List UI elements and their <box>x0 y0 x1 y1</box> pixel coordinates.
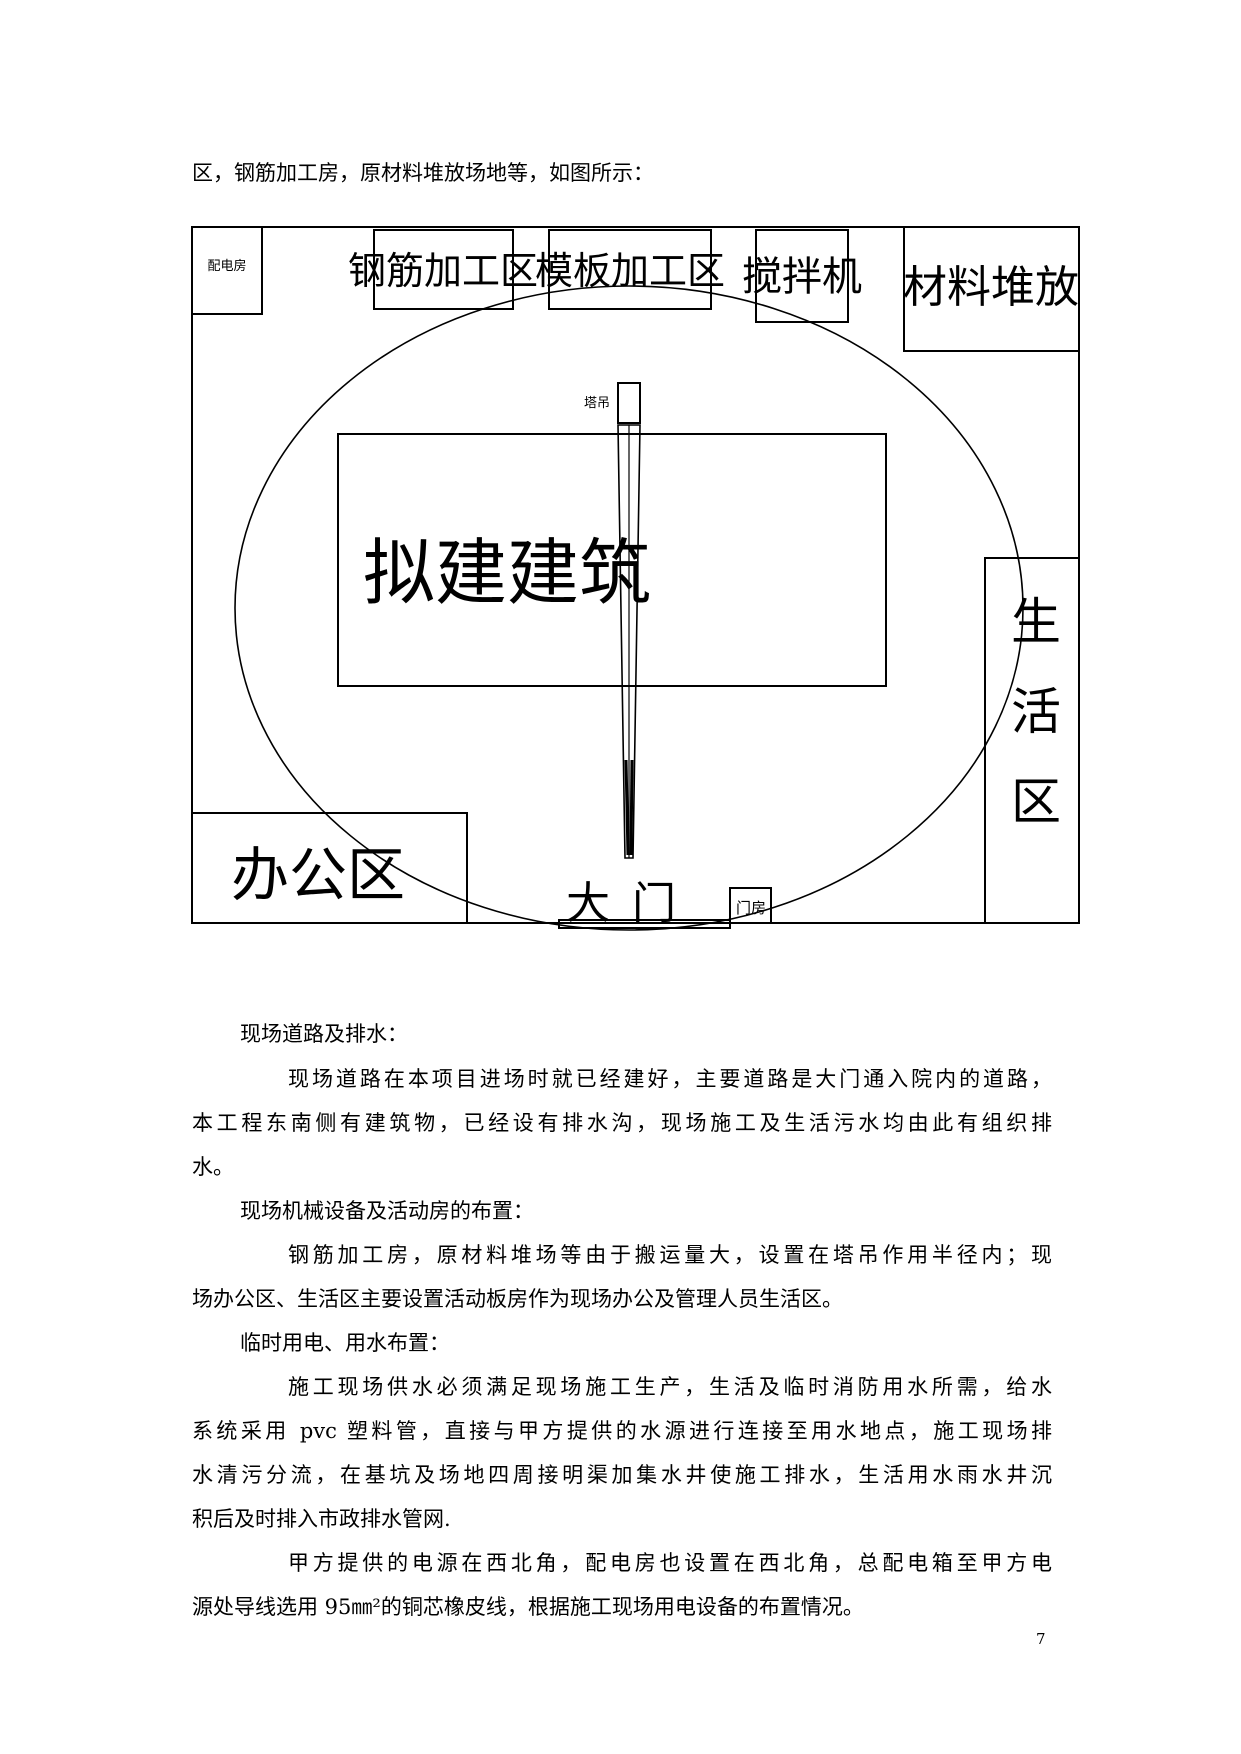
water-paragraph-line-3: 水清污分流，在基坑及场地四周接明渠加集水井使施工排水，生活用水雨水井沉 <box>192 1463 1052 1487</box>
mixer-label: 搅拌机 <box>742 254 862 300</box>
gate-house-box <box>729 887 772 924</box>
machinery-paragraph-line-2: 场办公区、生活区主要设置活动板房作为现场办公及管理人员生活区。 <box>192 1287 843 1311</box>
power-room-box <box>191 226 263 315</box>
main-gate-label: 大门 <box>566 878 698 929</box>
site-plan-diagram: 配电房 钢筋加工区 模板加工区 搅拌机 材料堆放 塔吊 拟建建筑 生活区 办公区… <box>191 226 1080 931</box>
power-room-label: 配电房 <box>207 258 246 274</box>
tower-crane-boom <box>617 424 641 859</box>
proposed-building-label: 拟建建筑 <box>363 531 651 615</box>
page-number: 7 <box>1036 1630 1046 1648</box>
roads-paragraph-line-3: 水。 <box>192 1155 234 1179</box>
water-paragraph-line-1: 施工现场供水必须满足现场施工生产，生活及临时消防用水所需，给水 <box>288 1375 1052 1399</box>
main-gate-threshold <box>558 919 731 929</box>
proposed-building-box <box>337 433 887 687</box>
formwork-area-label: 模板加工区 <box>535 249 725 293</box>
machinery-heading: 现场机械设备及活动房的布置： <box>240 1199 534 1223</box>
power-paragraph-line-2: 源处导线选用 95㎜²的铜芯橡皮线，根据施工现场用电设备的布置情况。 <box>192 1595 864 1619</box>
rebar-area-box <box>373 229 514 310</box>
rebar-area-label: 钢筋加工区 <box>348 249 538 293</box>
roads-paragraph-line-2: 本工程东南侧有建筑物，已经设有排水沟，现场施工及生活污水均由此有组织排 <box>192 1111 1052 1135</box>
power-paragraph-line-1: 甲方提供的电源在西北角，配电房也设置在西北角，总配电箱至甲方电 <box>288 1551 1052 1575</box>
crane-radius-circle <box>234 285 1024 931</box>
roads-paragraph-line-1: 现场道路在本项目进场时就已经建好，主要道路是大门通入院内的道路， <box>288 1067 1052 1091</box>
roads-heading: 现场道路及排水： <box>240 1022 408 1046</box>
office-area-label: 办公区 <box>231 841 405 909</box>
water-paragraph-line-2: 系统采用 pvc 塑料管，直接与甲方提供的水源进行连接至用水地点，施工现场排 <box>192 1419 1052 1443</box>
living-area-label: 生活区 <box>1003 595 1061 865</box>
tower-crane-label: 塔吊 <box>584 396 610 411</box>
gate-house-label: 门房 <box>736 899 766 917</box>
tower-crane-head <box>617 382 641 424</box>
material-storage-box <box>903 226 1080 352</box>
water-paragraph-line-4: 积后及时排入市政排水管网. <box>192 1507 451 1531</box>
material-storage-label: 材料堆放 <box>903 262 1079 313</box>
intro-line: 区，钢筋加工房，原材料堆放场地等，如图所示： <box>192 161 654 185</box>
utilities-heading: 临时用电、用水布置： <box>240 1331 450 1355</box>
living-area-box <box>984 557 1080 924</box>
formwork-area-box <box>548 229 712 310</box>
machinery-paragraph-line-1: 钢筋加工房，原材料堆场等由于搬运量大，设置在塔吊作用半径内；现 <box>288 1243 1052 1267</box>
office-area-box <box>191 812 468 924</box>
mixer-box <box>755 229 849 323</box>
